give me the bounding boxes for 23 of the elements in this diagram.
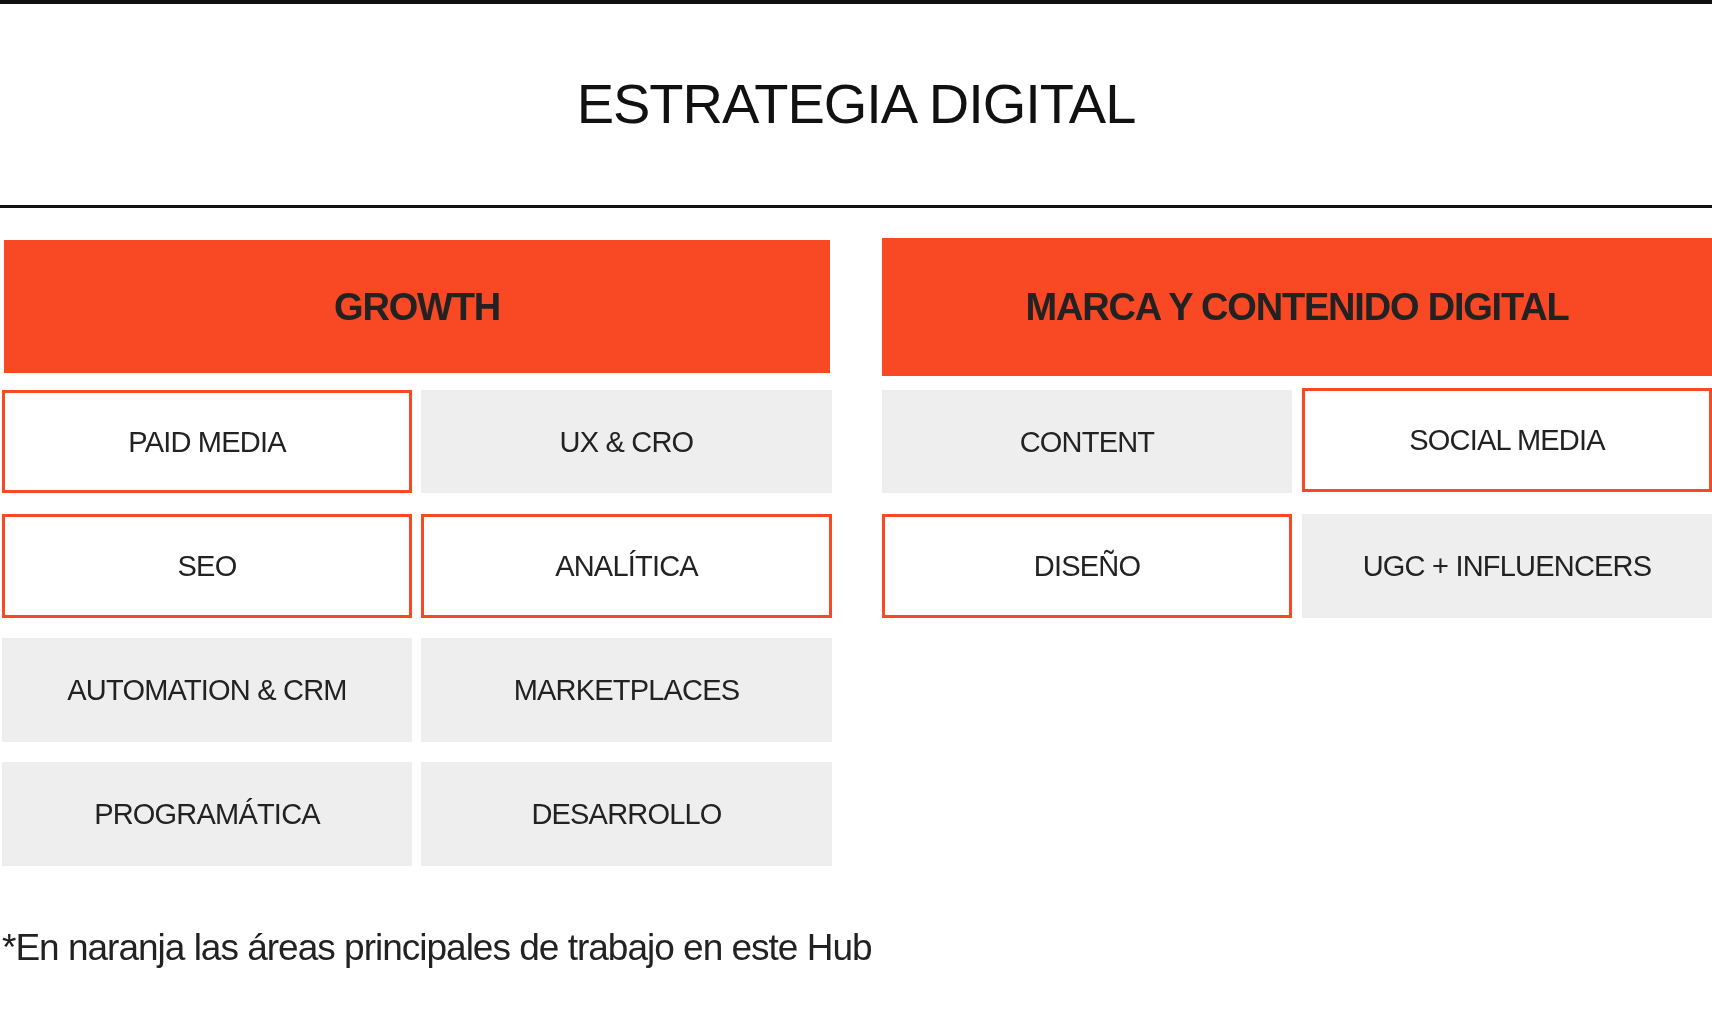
category-header-band [4, 240, 830, 373]
main-service-box [882, 514, 1292, 618]
category-heading: MARCA Y CONTENIDO DIGITAL [1024, 285, 1570, 330]
service-label: DISEÑO [1032, 548, 1142, 584]
service-label: DESARROLLO [530, 797, 723, 832]
service-label: PAID MEDIA [127, 424, 288, 460]
service-label: SOCIAL MEDIA [1408, 423, 1607, 458]
service-label: CONTENT [1018, 424, 1156, 460]
service-label: UGC + INFLUENCERS [1361, 549, 1653, 584]
service-label: UX & CRO [558, 424, 695, 460]
service-label: PROGRAMÁTICA [93, 797, 322, 832]
category-header-band [882, 238, 1712, 376]
title: ESTRATEGIA DIGITAL [575, 71, 1137, 137]
main-service-box [1302, 388, 1712, 492]
main-service-box [421, 514, 832, 618]
main-service-box [2, 514, 412, 618]
main-service-box [2, 390, 412, 493]
service-label: ANALÍTICA [554, 549, 700, 584]
category-heading: GROWTH [333, 284, 501, 330]
service-label: AUTOMATION & CRM [66, 673, 348, 708]
footnote: *En naranja las áreas principales de trabajo en este Hub [2, 926, 873, 970]
service-label: SEO [176, 549, 238, 584]
service-label: MARKETPLACES [512, 673, 741, 708]
